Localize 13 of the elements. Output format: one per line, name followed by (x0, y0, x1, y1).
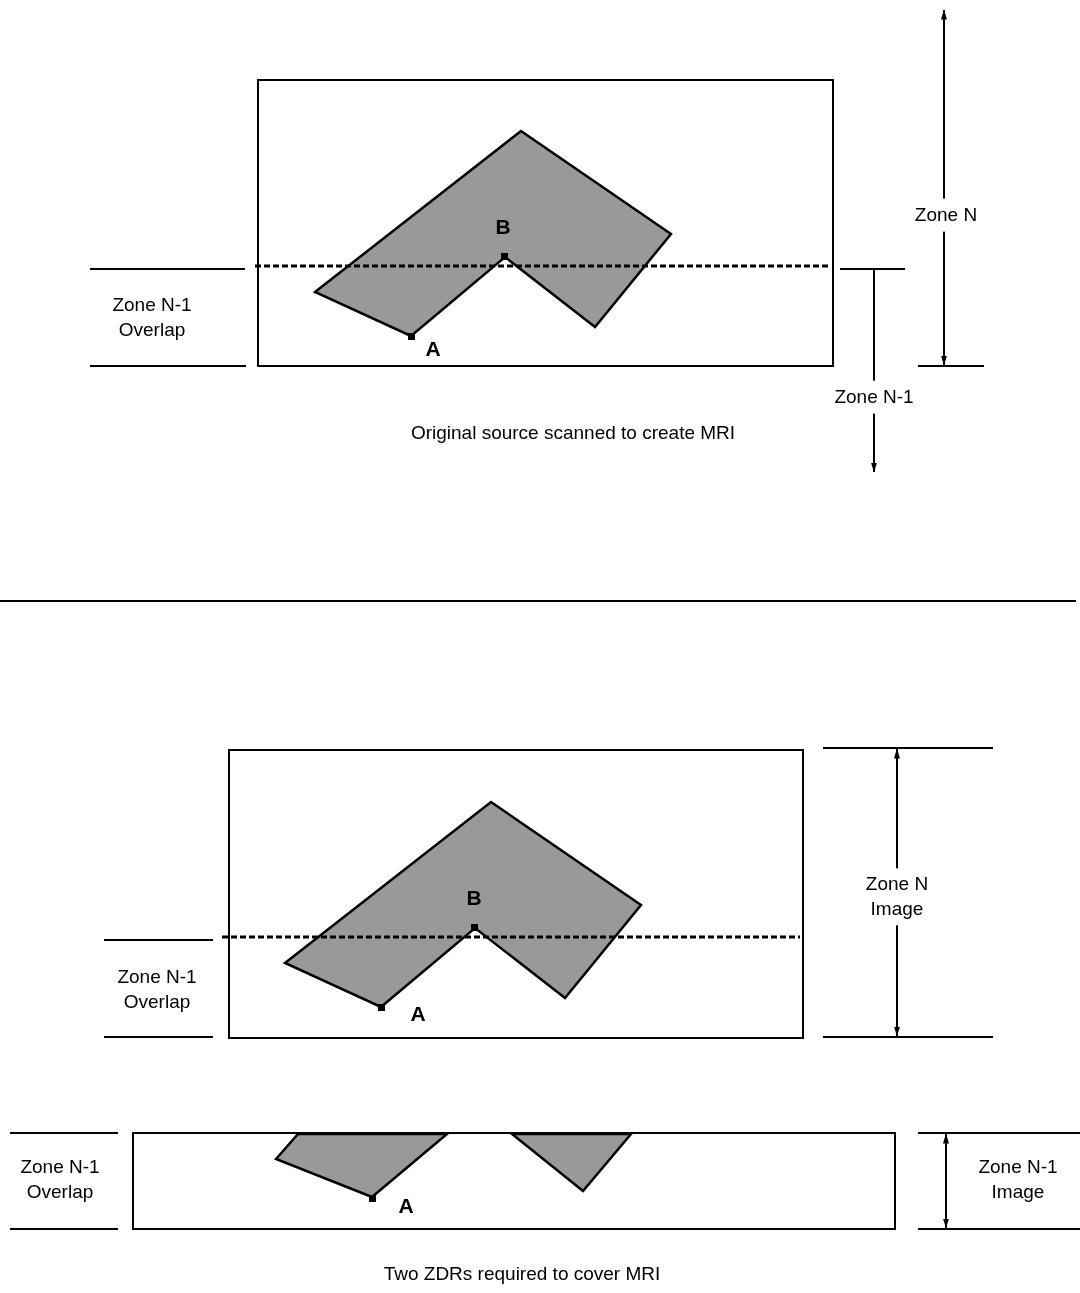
text-label: Zone N (914, 198, 978, 232)
point-label: A (425, 336, 441, 363)
point-label: B (495, 214, 511, 241)
text-label: Two ZDRs required to cover MRI (383, 1261, 661, 1286)
point-label: A (398, 1193, 414, 1220)
text-label: Zone N-1 Overlap (19, 1155, 101, 1204)
point-label: B (466, 885, 482, 912)
text-label: Zone N-1 Image (977, 1155, 1059, 1204)
point-label: A (410, 1001, 426, 1028)
text-label: Zone N-1 Overlap (116, 965, 198, 1014)
text-label: Original source scanned to create MRI (410, 420, 736, 445)
text-label: Zone N-1 Overlap (111, 293, 193, 342)
text-label: Zone N-1 (834, 380, 914, 414)
